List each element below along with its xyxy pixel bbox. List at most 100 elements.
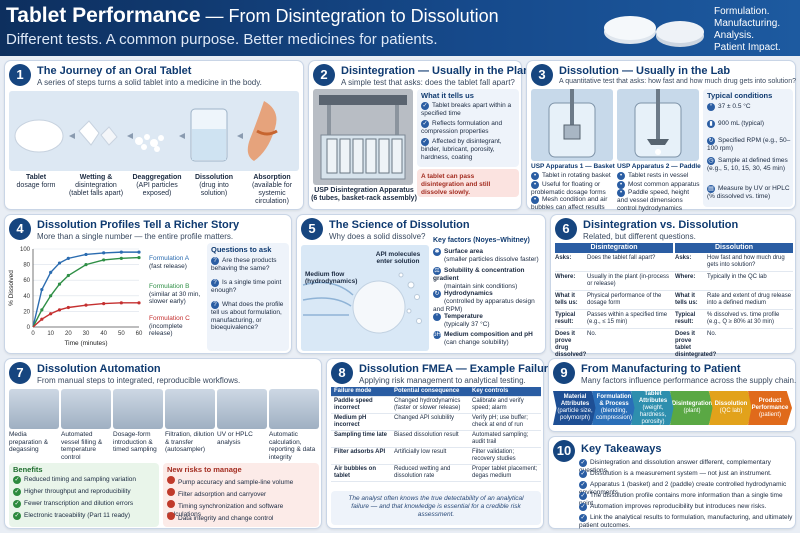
data-point — [102, 302, 106, 306]
data-point — [137, 250, 141, 254]
list-item: •Tablet rests in vessel — [617, 172, 701, 180]
automation-step-label: Automatic calculation, reporting & data … — [269, 431, 316, 461]
table-cell: Filter adsorbs API — [331, 447, 391, 465]
table-cell: Changed API solubility — [391, 413, 469, 431]
section-subtitle: Many factors influence performance acros… — [581, 376, 797, 385]
y-tick-label: 80 — [23, 263, 30, 269]
page-subtitle: Different tests. A common purpose. Bette… — [6, 31, 438, 48]
list-item: •Paddle speed, height and vessel dimensi… — [617, 189, 690, 212]
takeaway-item: ✓Dissolution is a measurement system — n… — [579, 470, 772, 478]
question-item: ?Are these products behaving the same? — [211, 257, 277, 272]
column-header: Key controls — [469, 387, 541, 397]
table-cell: Reduced wetting and dissolution rate — [391, 464, 469, 482]
questions-box: Questions to ask ?Are these products beh… — [207, 243, 289, 351]
section-number: 8 — [331, 362, 353, 384]
section-subtitle: Why does a solid dissolve? — [329, 232, 426, 241]
data-point — [84, 252, 88, 257]
benefit-item: ✓Reduced timing and sampling variation — [13, 476, 137, 484]
table-cell: Filter validation; recovery studies — [469, 447, 541, 465]
journey-step: Deaggregation(API particles exposed) — [132, 174, 182, 197]
chain-step: Material Attributes(particle size, polym… — [553, 391, 597, 425]
list-item: ✓Reflects formulation and compression pr… — [421, 120, 503, 135]
benefits-box: Benefits ✓Reduced timing and sampling va… — [9, 463, 159, 527]
y-tick-label: 40 — [23, 294, 30, 300]
automation-step-image — [269, 389, 319, 429]
dissolution-cell: Rate and extent of drug release into a d… — [707, 293, 792, 306]
data-point — [57, 282, 62, 286]
row-label: Typical result: — [675, 312, 696, 325]
condition-item: °37 ± 0.5 °C — [707, 103, 791, 111]
table-cell: Sampling time late — [331, 430, 391, 448]
data-point — [66, 256, 70, 260]
data-point — [84, 303, 88, 307]
data-point — [40, 287, 44, 292]
row-label: Where: — [555, 274, 576, 280]
chain-step: Dissolution(QC lab) — [709, 391, 753, 425]
journey-step: Absorption(available for systemic circul… — [251, 174, 293, 205]
tablet-journey-illustration — [9, 91, 299, 171]
disintegration-cell: Does the tablet fall apart? — [587, 255, 656, 261]
x-axis-label: Time (minutes) — [64, 340, 107, 347]
x-tick-label: 30 — [83, 331, 90, 337]
section-number: 9 — [553, 362, 575, 384]
list-item: •Useful for floating or problematic dosa… — [531, 181, 606, 196]
data-point — [66, 273, 70, 278]
data-point — [57, 308, 62, 312]
section-subtitle: From manual steps to integrated, reprodu… — [37, 376, 241, 385]
panel-takeaways: 10 Key Takeaways ✓Disintegration and dis… — [548, 436, 796, 529]
row-label: Where: — [675, 274, 696, 280]
y-tick-label: 20 — [23, 309, 30, 315]
tablets-illustration — [604, 16, 704, 47]
automation-step-image — [113, 389, 163, 429]
x-tick-label: 50 — [118, 331, 125, 337]
warning-note: A tablet can pass disintegration and sti… — [417, 169, 519, 197]
benefit-item: ✓Higher throughput and reproducibility — [13, 488, 131, 496]
apparatus-1-title: USP Apparatus 1 — Basket — [531, 163, 615, 170]
conditions-box: Typical conditions °37 ± 0.5 °C ▮900 mL … — [703, 89, 793, 207]
section-number: 1 — [9, 64, 31, 86]
takeaway-item: ✓Link the analytical results to formulat… — [579, 514, 793, 529]
table-cell: Changed hydrodynamics (faster or slower … — [391, 396, 469, 414]
automation-step-label: Media preparation & degassing — [9, 431, 49, 453]
section-title: Disintegration — Usually in the Plant — [341, 65, 534, 77]
risks-box: New risks to manage Pump accuracy and sa… — [163, 463, 319, 527]
automation-step-label: Dosage-form introduction & timed samplin… — [113, 431, 157, 453]
legend-item: Formulation A(fast release) — [149, 255, 190, 270]
box-title: Questions to ask — [211, 245, 272, 254]
row-label: Typical result: — [555, 312, 576, 325]
automation-step-label: Filtration, dilution & transfer (autosam… — [165, 431, 215, 453]
table-cell: Biased dissolution result — [391, 430, 469, 448]
table-cell: Medium pH incorrect — [331, 413, 391, 431]
section-subtitle: A series of steps turns a solid tablet i… — [37, 78, 262, 87]
comparison-row: Where:Usually in the plant (in-process o… — [555, 272, 793, 291]
risk-item: Data integrity and change control — [167, 512, 273, 523]
chain-step: Disintegration(plant) — [670, 391, 714, 425]
section-title: Key Takeaways — [581, 443, 662, 455]
section-subtitle: A simple test that asks: does the tablet… — [341, 78, 515, 87]
column-header: Potential consequence — [391, 387, 469, 397]
comparison-row: Typical result:Passes within a specified… — [555, 310, 793, 329]
y-tick-label: 60 — [23, 278, 30, 284]
list-item: ✓Affected by disintegrant, binder, lubri… — [421, 138, 502, 161]
row-label: What it tells us: — [555, 293, 578, 306]
y-tick-label: 100 — [20, 247, 31, 253]
row-label: Does it prove tablet disintegrated? — [675, 331, 717, 358]
x-tick-label: 10 — [47, 331, 54, 337]
data-point — [49, 294, 53, 298]
list-item: •Tablet in rotating basket — [531, 172, 615, 180]
data-point — [49, 312, 53, 316]
condition-item: ▤Measure by UV or HPLC (% dissolved vs. … — [707, 185, 790, 200]
apparatus-2-title: USP Apparatus 2 — Paddle — [617, 163, 701, 170]
section-number: 3 — [531, 64, 553, 86]
section-title: The Journey of an Oral Tablet — [37, 65, 192, 77]
legend-item: Formulation B(similar at 30 min, slower … — [149, 283, 201, 305]
question-item: ?Is a single time point enough? — [211, 279, 282, 294]
data-point — [137, 255, 141, 260]
row-label: Does it prove drug dissolved? — [555, 331, 587, 358]
section-subtitle: A quantitative test that asks: how fast … — [559, 78, 796, 85]
